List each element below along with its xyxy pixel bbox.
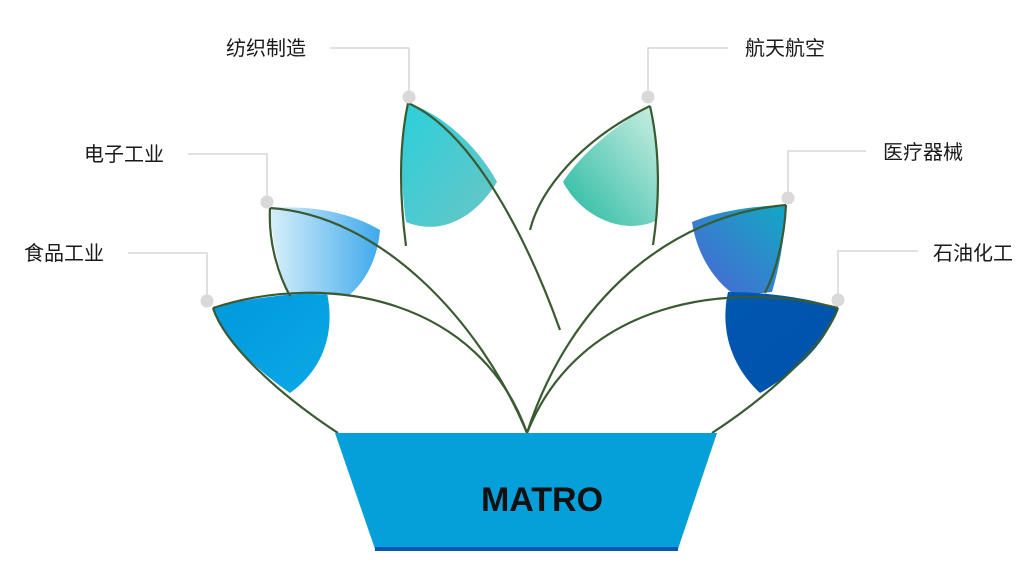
petal-food-industry [213, 293, 330, 393]
connector-line [787, 150, 866, 196]
stem-outline [269, 206, 529, 434]
petal-petrochemical [725, 292, 838, 393]
connector-dot [200, 294, 214, 308]
pot-body [335, 433, 717, 549]
label-textile-manufacturing: 纺织制造 [226, 36, 306, 60]
stem-outline [211, 307, 339, 434]
petal-electronics-industry [270, 207, 380, 296]
connector-dot [781, 191, 795, 205]
petal-fills [213, 103, 838, 393]
brand-pot: MATRO [335, 433, 717, 551]
stem-outline [525, 295, 839, 434]
stem-outline [764, 204, 788, 294]
flower-stems [211, 101, 840, 434]
label-petrochemical: 石油化工 [933, 241, 1013, 265]
connector-dot [402, 90, 416, 104]
stem-outline [648, 105, 659, 246]
label-electronics-industry: 电子工业 [84, 142, 164, 166]
connector-line [330, 47, 410, 95]
petal-aerospace [563, 106, 659, 226]
brand-name: MATRO [481, 481, 603, 519]
stem-outline [528, 105, 651, 231]
stem-outline [525, 203, 787, 434]
petal-medical-devices [692, 205, 786, 297]
stem-outline [268, 207, 291, 297]
stem-outline [399, 102, 410, 247]
connector-line [128, 252, 208, 298]
petal-textile-manufacturing [402, 103, 497, 227]
stem-outline [711, 307, 840, 434]
pot-base [375, 547, 678, 551]
label-medical-devices: 医疗器械 [883, 140, 963, 164]
stem-outline [407, 101, 562, 331]
connector-line [837, 250, 918, 298]
label-aerospace: 航天航空 [745, 36, 825, 60]
connector-dot [260, 195, 274, 209]
connector-dot [831, 293, 845, 307]
connector-dot [641, 90, 655, 104]
connector-line [647, 47, 728, 95]
label-connectors [128, 47, 918, 298]
label-food-industry: 食品工业 [24, 241, 104, 265]
industry-labels: 食品工业 电子工业 纺织制造 航天航空 医疗器械 石油化工 [24, 36, 1013, 265]
connector-line [188, 153, 268, 200]
label-dots [200, 90, 845, 308]
